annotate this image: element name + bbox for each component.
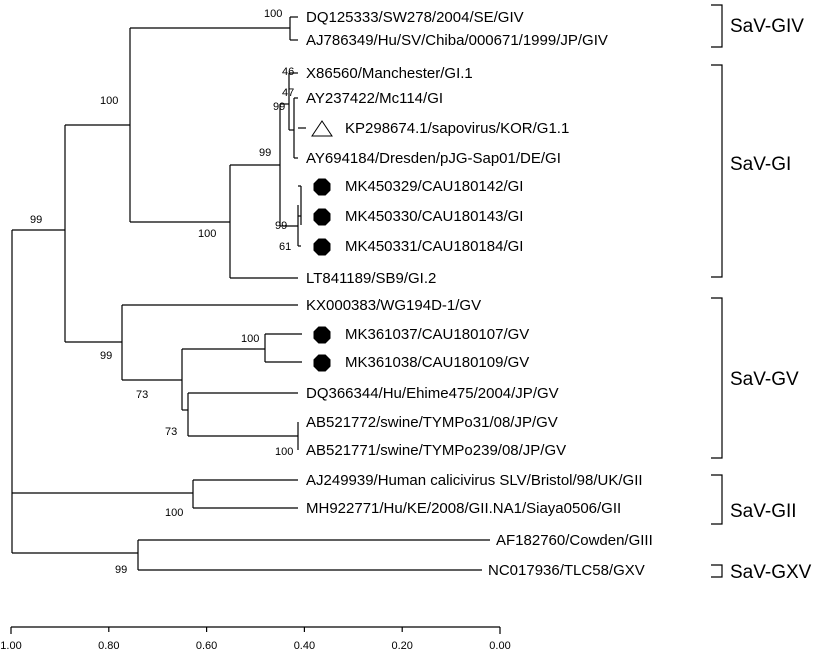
taxon-label: X86560/Manchester/GI.1 (306, 65, 473, 82)
scale-tick-label: 1.00 (0, 640, 21, 652)
clade-label-gi: SaV-GI (730, 154, 791, 175)
taxon-label: MK361037/CAU180107/GV (345, 326, 529, 343)
taxon-label: MK450330/CAU180143/GI (345, 208, 523, 225)
reference-triangle-marker (311, 120, 333, 137)
clade-label-gii: SaV-GII (730, 501, 797, 522)
taxon-label: MK450329/CAU180142/GI (345, 178, 523, 195)
bootstrap-value: 99 (273, 101, 285, 113)
taxon-label: AB521772/swine/TYMPo31/08/JP/GV (306, 414, 558, 431)
bootstrap-value: 47 (282, 87, 294, 99)
bootstrap-value: 99 (275, 220, 287, 232)
bootstrap-value: 99 (115, 564, 127, 576)
clade-bracket-gii (711, 474, 723, 525)
bootstrap-value: 73 (136, 389, 148, 401)
scale-tick-label: 0.60 (196, 640, 217, 652)
bootstrap-value: 100 (165, 507, 183, 519)
bootstrap-value: 46 (282, 66, 294, 78)
taxon-label: LT841189/SB9/GI.2 (306, 270, 436, 287)
scale-tick-label: 0.00 (489, 640, 510, 652)
taxon-labels: DQ125333/SW278/2004/SE/GIV AJ786349/Hu/S… (306, 9, 653, 579)
sample-octagon-marker (313, 178, 331, 196)
taxon-label: AB521771/swine/TYMPo239/08/JP/GV (306, 442, 566, 459)
taxon-label: MK361038/CAU180109/GV (345, 354, 529, 371)
bootstrap-value: 99 (100, 350, 112, 362)
bootstrap-value: 100 (100, 95, 118, 107)
bootstrap-value: 100 (198, 228, 216, 240)
taxon-label: AY694184/Dresden/pJG-Sap01/DE/GI (306, 150, 561, 167)
clade-label-giv: SaV-GIV (730, 16, 804, 37)
taxon-label: DQ366344/Hu/Ehime475/2004/JP/GV (306, 385, 559, 402)
bootstrap-value: 99 (259, 147, 271, 159)
taxon-label: DQ125333/SW278/2004/SE/GIV (306, 9, 524, 26)
sample-octagon-marker (313, 238, 331, 256)
taxon-label: AJ249939/Human calicivirus SLV/Bristol/9… (306, 472, 643, 489)
taxon-label: AY237422/Mc114/GI (306, 90, 443, 107)
bootstrap-value: 61 (279, 241, 291, 253)
scale-tick-label: 0.40 (294, 640, 315, 652)
clade-bracket-gv (711, 297, 723, 459)
bootstrap-values: 100 46 47 99 99 100 99 61 100 99 100 99 … (30, 8, 294, 576)
sample-octagon-marker (313, 326, 331, 344)
scale-tick-label: 0.20 (391, 640, 412, 652)
taxon-label: NC017936/TLC58/GXV (488, 562, 645, 579)
bootstrap-value: 73 (165, 426, 177, 438)
taxon-label: KX000383/WG194D-1/GV (306, 297, 481, 314)
clade-bracket-gi (711, 64, 723, 278)
scale-axis: 1.00 0.80 0.60 0.40 0.20 0.00 (0, 626, 511, 652)
taxon-label: MH922771/Hu/KE/2008/GII.NA1/Siaya0506/GI… (306, 500, 621, 517)
taxon-label: KP298674.1/sapovirus/KOR/G1.1 (345, 120, 569, 137)
bootstrap-value: 100 (264, 8, 282, 20)
clade-label-gv: SaV-GV (730, 369, 799, 390)
tree-branches (11, 16, 490, 571)
taxon-label: AF182760/Cowden/GIII (496, 532, 653, 549)
taxon-label: AJ786349/Hu/SV/Chiba/000671/1999/JP/GIV (306, 32, 608, 49)
sample-octagon-marker (313, 208, 331, 226)
clade-brackets: SaV-GIV SaV-GI SaV-GV SaV-GII SaV-GXV (711, 4, 812, 583)
sample-octagon-marker (313, 354, 331, 372)
sample-markers (311, 120, 333, 372)
bootstrap-value: 99 (30, 214, 42, 226)
clade-label-gxv: SaV-GXV (730, 562, 812, 583)
bootstrap-value: 100 (275, 446, 293, 458)
clade-bracket-giv (711, 4, 723, 48)
taxon-label: MK450331/CAU180184/GI (345, 238, 523, 255)
bootstrap-value: 100 (241, 333, 259, 345)
scale-tick-label: 0.80 (98, 640, 119, 652)
clade-bracket-gxv (711, 564, 723, 578)
